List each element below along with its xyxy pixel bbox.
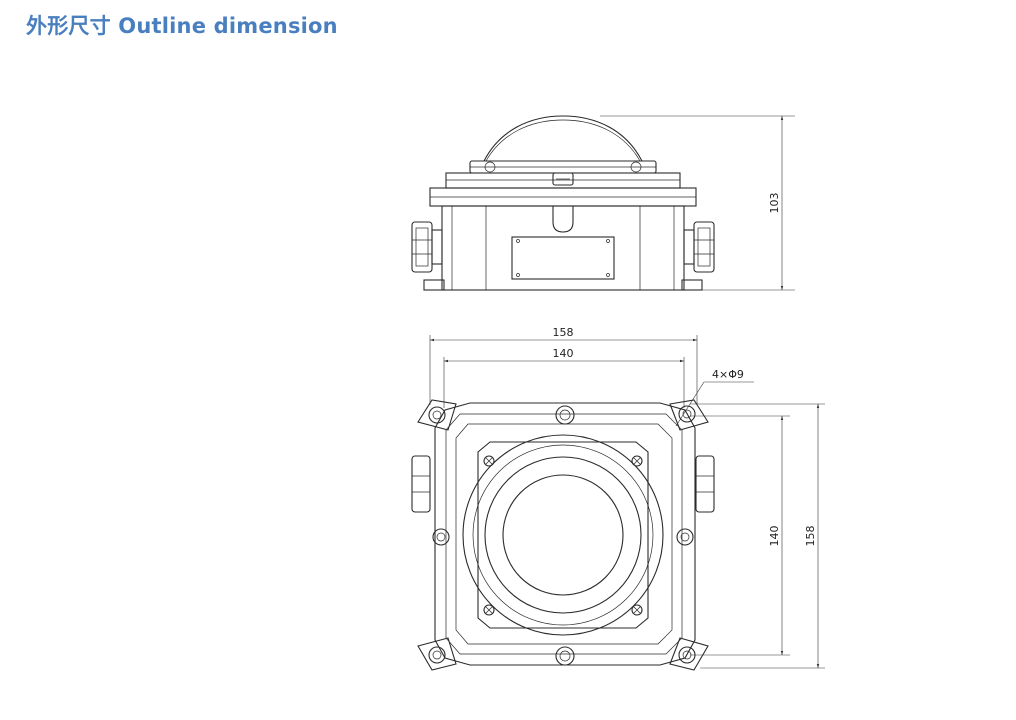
left-cable-gland	[411, 221, 443, 273]
top-view: 158 140 4×Φ9 140 158	[411, 326, 825, 671]
right-gland-top	[695, 455, 715, 513]
hole-width-label: 140	[553, 347, 574, 360]
front-view: 103	[411, 115, 795, 291]
outer-height-label: 158	[804, 526, 817, 547]
body	[441, 205, 685, 291]
dome	[483, 115, 643, 162]
hole-height-label: 140	[768, 526, 781, 547]
mounting-ear-bl	[417, 637, 457, 671]
top-collar	[445, 172, 681, 189]
mounting-ear-tr	[669, 399, 709, 431]
left-gland-top	[411, 455, 431, 513]
hole-callout-label: 4×Φ9	[712, 368, 744, 381]
mounting-ear-br	[669, 637, 709, 671]
right-cable-gland	[683, 221, 715, 273]
lens-inner	[502, 474, 624, 596]
outer-width-label: 158	[553, 326, 574, 339]
mounting-ear-tl	[417, 399, 457, 431]
height-dimension-label: 103	[768, 193, 781, 214]
nameplate	[511, 236, 615, 280]
page-title: 外形尺寸 Outline dimension	[26, 14, 338, 38]
lens-outer	[462, 434, 664, 636]
